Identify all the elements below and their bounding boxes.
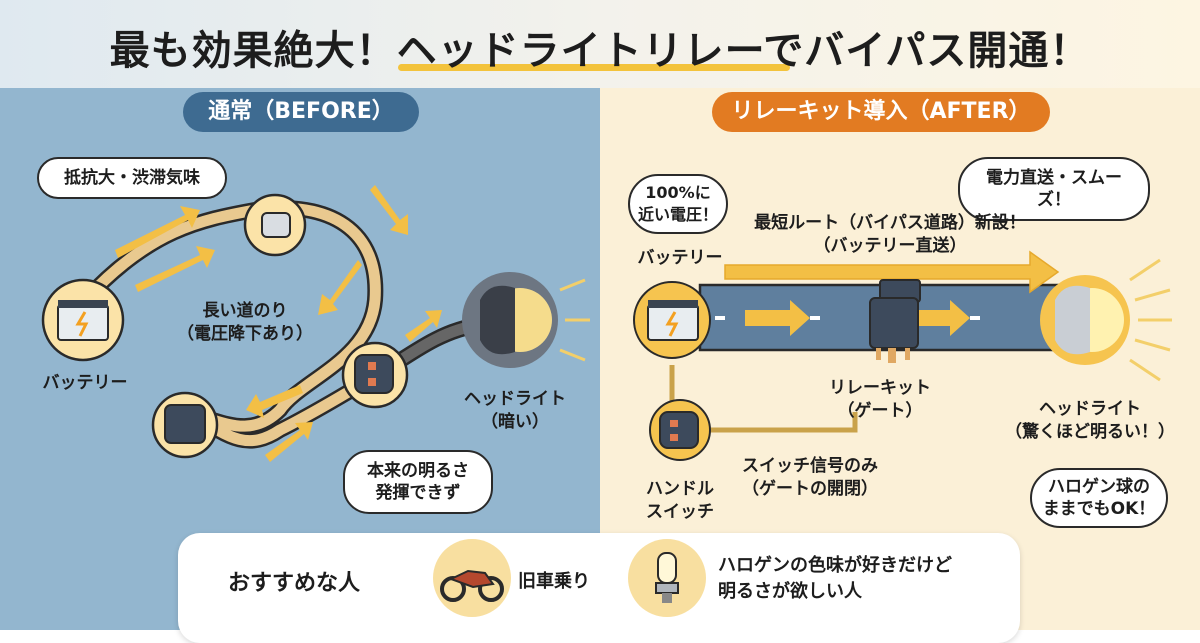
after-wiring-illustration	[633, 250, 1172, 461]
recommend-card: おすすめな人 旧車乗り ハロゲンの色味が好きだけど明るさが欲しい人	[178, 533, 1020, 643]
ignition-icon	[243, 193, 307, 257]
relay-label: リレーキット （ゲート）	[820, 377, 940, 423]
switch-line-1: ハンドル	[646, 479, 714, 499]
bright-headlight-icon	[1040, 258, 1172, 382]
handle-switch-icon	[341, 341, 409, 409]
halogen-line-2: 明るさが欲しい人	[718, 581, 862, 602]
resistance-bubble: 抵抗大・渋滞気味	[37, 157, 227, 199]
signal-label: スイッチ信号のみ （ゲートの開閉）	[725, 455, 895, 501]
halogen-line-1: ハロゲン球の	[1048, 477, 1150, 497]
before-pill: 通常（BEFORE）	[183, 92, 419, 132]
bypass-label: 最短ルート（バイパス道路）新設！ （バッテリー直送）	[730, 212, 1050, 258]
switch-label: ハンドルスイッチ	[640, 478, 720, 524]
headlight-line-1: ヘッドライト	[1039, 399, 1141, 419]
bypass-arrow	[724, 250, 1060, 294]
route-line-1: 長い道のり	[202, 301, 288, 321]
headlight-line-1: ヘッドライト	[464, 389, 566, 409]
headlight-line-2: （暗い）	[481, 412, 549, 432]
battery-label: バッテリー	[42, 373, 128, 393]
recommend-heading: おすすめな人	[228, 571, 361, 596]
bypass-line-1: 最短ルート（バイパス道路）新設！	[754, 213, 1026, 233]
signal-line-1: スイッチ信号のみ	[742, 456, 878, 476]
page-title: 最も効果絶大！ヘッドライトリレーでバイパス開通！	[109, 28, 1091, 74]
handle-switch-icon	[649, 399, 711, 461]
headlight-label: ヘッドライト （驚くほど明るい！）	[1000, 398, 1180, 444]
battery-icon	[41, 278, 125, 362]
dim-headlight-icon	[462, 272, 590, 368]
halogen-bulb-icon	[628, 539, 706, 617]
headlight-label: ヘッドライト （暗い）	[450, 388, 580, 434]
voltage-bubble: 100%に近い電圧！	[628, 174, 728, 234]
route-label: 長い道のり （電圧降下あり）	[170, 300, 320, 346]
connector-icon	[151, 391, 219, 459]
brightness-line-2: 発揮できず	[375, 483, 461, 503]
title-bar	[0, 0, 1200, 88]
after-pill: リレーキット導入（AFTER）	[712, 92, 1050, 132]
motorcycle-icon	[433, 539, 511, 617]
voltage-line-1: 100%に	[645, 183, 711, 202]
brightness-line-1: 本来の明るさ	[367, 461, 469, 481]
bypass-line-2: （バッテリー直送）	[813, 236, 967, 256]
battery-icon	[633, 281, 711, 359]
switch-line-2: スイッチ	[646, 502, 714, 522]
relay-icon	[869, 279, 921, 363]
recommend-item-classic-bike: 旧車乗り	[518, 571, 590, 592]
relay-line-1: リレーキット	[829, 378, 931, 398]
before-wiring-illustration	[41, 185, 590, 462]
brightness-bubble: 本来の明るさ発揮できず	[343, 450, 493, 514]
halogen-line-1: ハロゲンの色味が好きだけど	[718, 555, 952, 576]
flow-arrows	[115, 185, 442, 462]
halogen-bubble: ハロゲン球のままでもOK！	[1030, 468, 1168, 528]
voltage-line-2: 近い電圧！	[637, 205, 718, 224]
title-highlight	[398, 64, 790, 71]
headlight-line-2: （驚くほど明るい！）	[1005, 422, 1175, 442]
recommend-item-halogen: ハロゲンの色味が好きだけど明るさが欲しい人	[718, 553, 952, 605]
relay-line-2: （ゲート）	[837, 401, 923, 421]
power-bubble: 電力直送・スムーズ！	[958, 157, 1150, 221]
route-line-2: （電圧降下あり）	[177, 324, 313, 344]
halogen-line-2: ままでもOK！	[1042, 499, 1156, 519]
battery-label: バッテリー	[637, 248, 723, 268]
signal-line-2: （ゲートの開閉）	[742, 479, 878, 499]
